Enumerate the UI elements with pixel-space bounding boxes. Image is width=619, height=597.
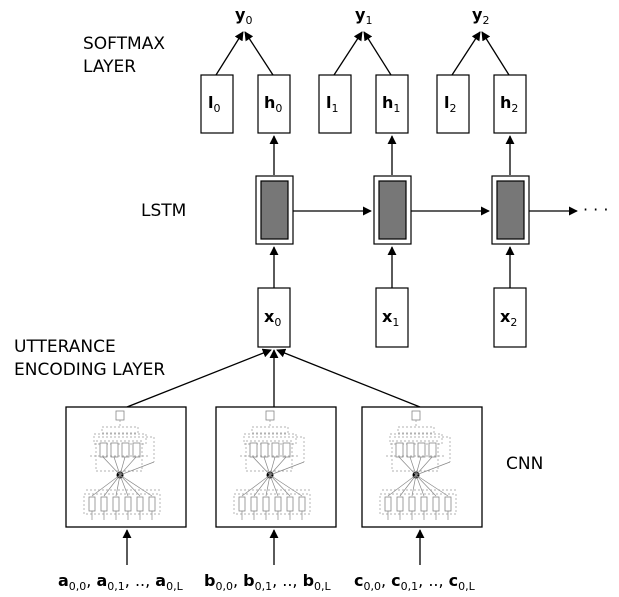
node-h0-text: h0 bbox=[264, 93, 282, 115]
cnn-box-a bbox=[65, 406, 187, 528]
node-x1-text: x1 bbox=[382, 307, 399, 329]
softmax-layer-label-line1: SOFTMAX bbox=[83, 34, 165, 54]
node-h1 bbox=[375, 74, 409, 134]
edge-h0-y0 bbox=[244, 31, 274, 76]
node-x0 bbox=[257, 287, 291, 348]
cnn-box-c bbox=[361, 406, 483, 528]
node-x2 bbox=[493, 287, 527, 348]
word-sequence-a: a0,0, a0,1, .., a0,L bbox=[58, 571, 184, 593]
node-h2 bbox=[493, 74, 527, 134]
lstm-cell-2 bbox=[491, 175, 530, 245]
edge-h1-y1 bbox=[363, 31, 392, 76]
node-h2-text: h2 bbox=[500, 93, 518, 115]
edge-l0-y0 bbox=[215, 31, 244, 76]
utterance-layer-label-line1: UTTERANCE bbox=[14, 337, 116, 357]
ellipsis: · · · bbox=[583, 200, 608, 219]
node-l2-text: l2 bbox=[444, 93, 456, 115]
lstm-cell-1 bbox=[373, 175, 412, 245]
node-l1 bbox=[318, 74, 352, 134]
edge-cnn-a-x0 bbox=[126, 348, 272, 408]
node-h0 bbox=[257, 74, 291, 134]
node-h1-text: h1 bbox=[382, 93, 400, 115]
output-y2: y2 bbox=[472, 5, 489, 27]
edge-h2-y2 bbox=[481, 31, 510, 76]
edge-l2-y2 bbox=[451, 31, 481, 76]
lstm-layer-label: LSTM bbox=[141, 201, 186, 221]
edge-cnn-c-x0 bbox=[276, 348, 421, 408]
node-l0 bbox=[200, 74, 234, 134]
lstm-cell-0 bbox=[255, 175, 294, 245]
node-l0-text: l0 bbox=[208, 93, 220, 115]
word-sequence-b: b0,0, b0,1, .., b0,L bbox=[204, 571, 332, 593]
edge-l1-y1 bbox=[333, 31, 363, 76]
cnn-label: CNN bbox=[506, 454, 543, 474]
output-y0: y0 bbox=[235, 5, 252, 27]
word-sequence-c: c0,0, c0,1, .., c0,L bbox=[354, 571, 476, 593]
node-x2-text: x2 bbox=[500, 307, 517, 329]
softmax-layer-label-line2: LAYER bbox=[83, 57, 136, 77]
node-l1-text: l1 bbox=[326, 93, 338, 115]
utterance-layer-label-line2: ENCODING LAYER bbox=[14, 360, 165, 380]
output-y1: y1 bbox=[355, 5, 372, 27]
cnn-box-b bbox=[215, 406, 337, 528]
node-x0-text: x0 bbox=[264, 307, 281, 329]
node-l2 bbox=[436, 74, 470, 134]
node-x1 bbox=[375, 287, 409, 348]
